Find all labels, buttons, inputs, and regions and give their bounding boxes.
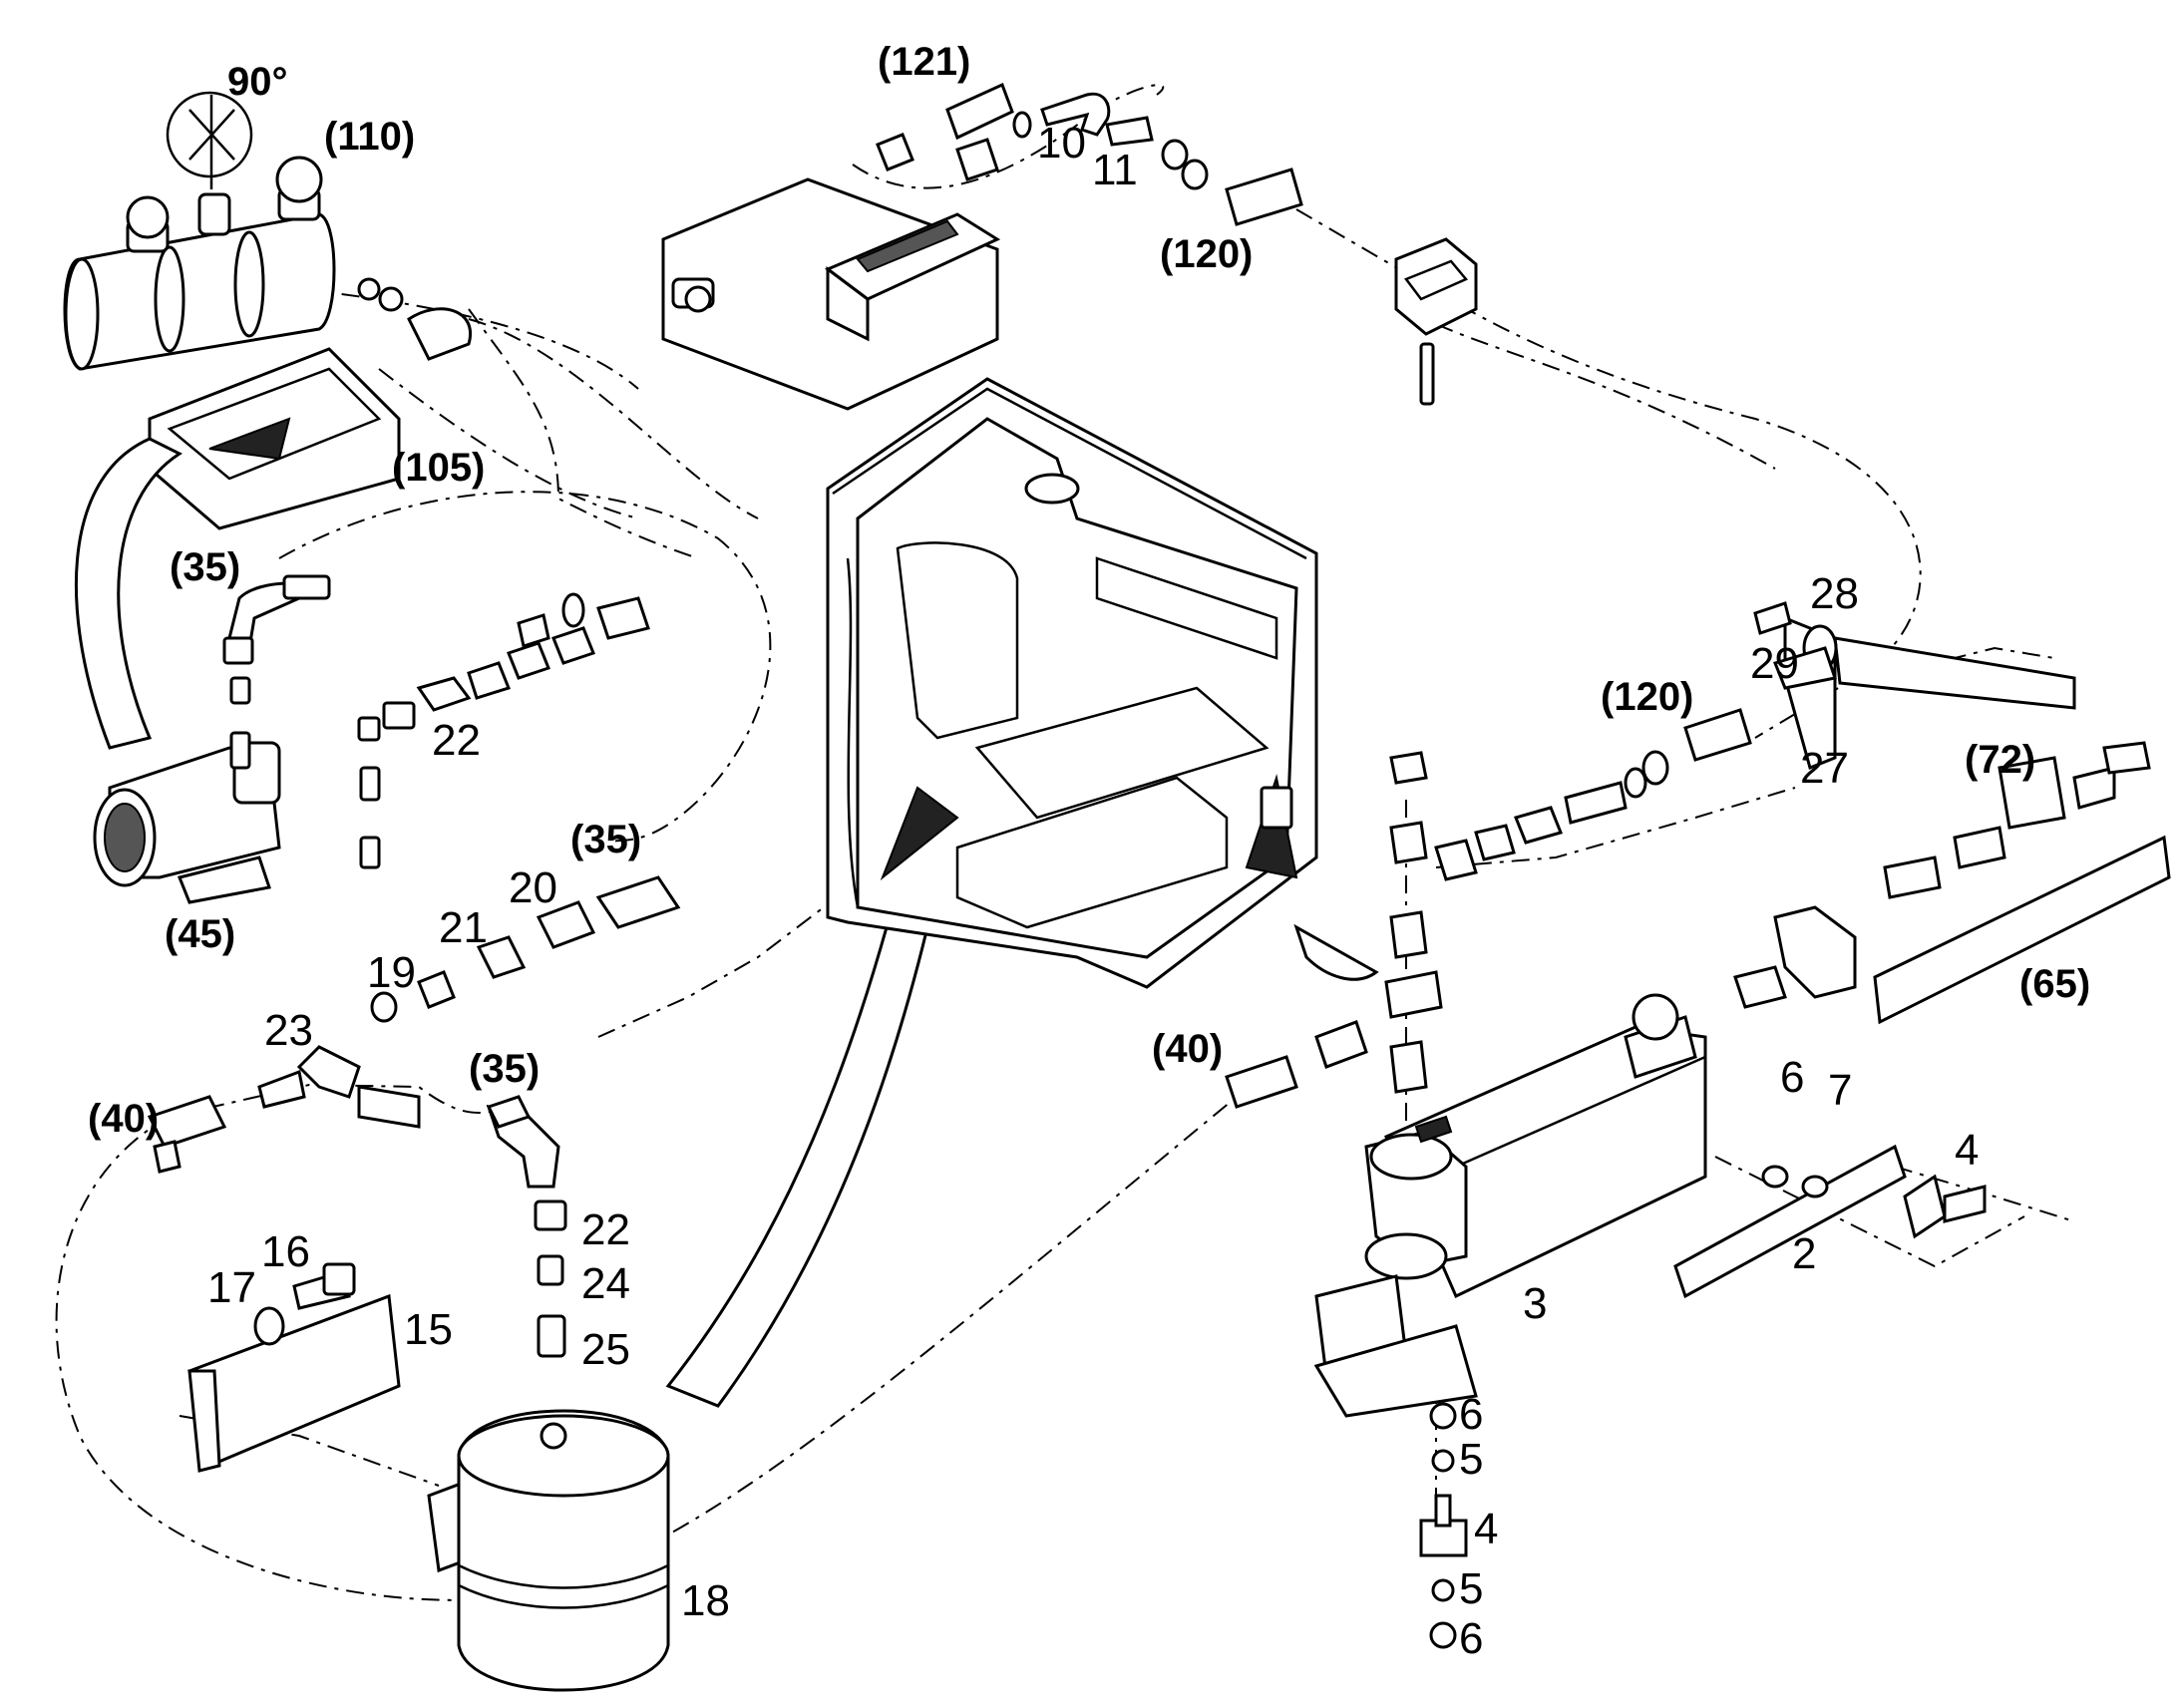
- label-35b: (35): [570, 818, 641, 861]
- label-16: 16: [261, 1227, 310, 1276]
- label-45: (45): [165, 912, 235, 956]
- label-27: 27: [1800, 744, 1849, 793]
- mounting-strap: [1419, 1144, 1987, 1649]
- control-box: [661, 177, 1001, 411]
- mounting-bracket: [148, 307, 473, 530]
- label-18: 18: [681, 1576, 730, 1625]
- label-6a: 6: [1780, 1053, 1804, 1102]
- label-105: (105): [392, 446, 485, 490]
- label-4b: 4: [1474, 1505, 1498, 1553]
- right-bracket-assembly: [1733, 601, 2171, 1025]
- label-22a: 22: [432, 716, 481, 765]
- hose-clamp: [1394, 237, 1478, 406]
- fittings-left: [147, 574, 681, 1358]
- label-72: (72): [1965, 738, 2035, 782]
- label-120b: (120): [1601, 675, 1693, 719]
- rotation-indicator: [166, 91, 253, 178]
- label-40a: (40): [88, 1097, 159, 1141]
- expansion-tank: [427, 1409, 670, 1692]
- label-23: 23: [264, 1006, 313, 1055]
- label-29: 29: [1750, 639, 1799, 688]
- label-15: 15: [404, 1305, 453, 1354]
- top-hose-fittings: [876, 82, 1303, 226]
- label-7: 7: [1828, 1066, 1852, 1115]
- label-3: 3: [1523, 1279, 1547, 1328]
- label-4a: 4: [1955, 1126, 1979, 1175]
- label-121: (121): [878, 40, 970, 84]
- label-40b: (40): [1152, 1027, 1223, 1071]
- label-22b: 22: [581, 1205, 630, 1254]
- label-angle: 90°: [227, 60, 288, 104]
- label-6b: 6: [1459, 1390, 1483, 1439]
- label-11: 11: [1092, 146, 1138, 194]
- label-21: 21: [439, 903, 488, 952]
- heater-unit: [1313, 993, 1707, 1418]
- label-17: 17: [207, 1263, 256, 1312]
- label-25: 25: [581, 1325, 630, 1374]
- label-120a: (120): [1160, 232, 1253, 276]
- label-2: 2: [1792, 1229, 1816, 1278]
- label-35c: (35): [469, 1047, 540, 1091]
- label-10: 10: [1037, 119, 1086, 168]
- label-6c: 6: [1459, 1614, 1483, 1663]
- label-19: 19: [367, 948, 416, 997]
- label-5b: 5: [1459, 1564, 1483, 1613]
- label-5a: 5: [1459, 1435, 1483, 1484]
- filter-assembly: [63, 91, 404, 371]
- fittings-right: [1225, 708, 1752, 1109]
- label-65: (65): [2019, 962, 2090, 1006]
- label-24: 24: [581, 1259, 630, 1308]
- label-20: 20: [509, 863, 557, 912]
- label-35a: (35): [170, 545, 240, 589]
- pump-motor: [93, 741, 281, 904]
- callout-labels: 90° (110) (105) (35) (45) 22 (35) 20 21 …: [88, 40, 2090, 1663]
- label-28: 28: [1810, 569, 1859, 618]
- label-110: (110): [324, 115, 415, 159]
- main-housing: [826, 377, 1318, 989]
- tank-bracket: [187, 1262, 401, 1473]
